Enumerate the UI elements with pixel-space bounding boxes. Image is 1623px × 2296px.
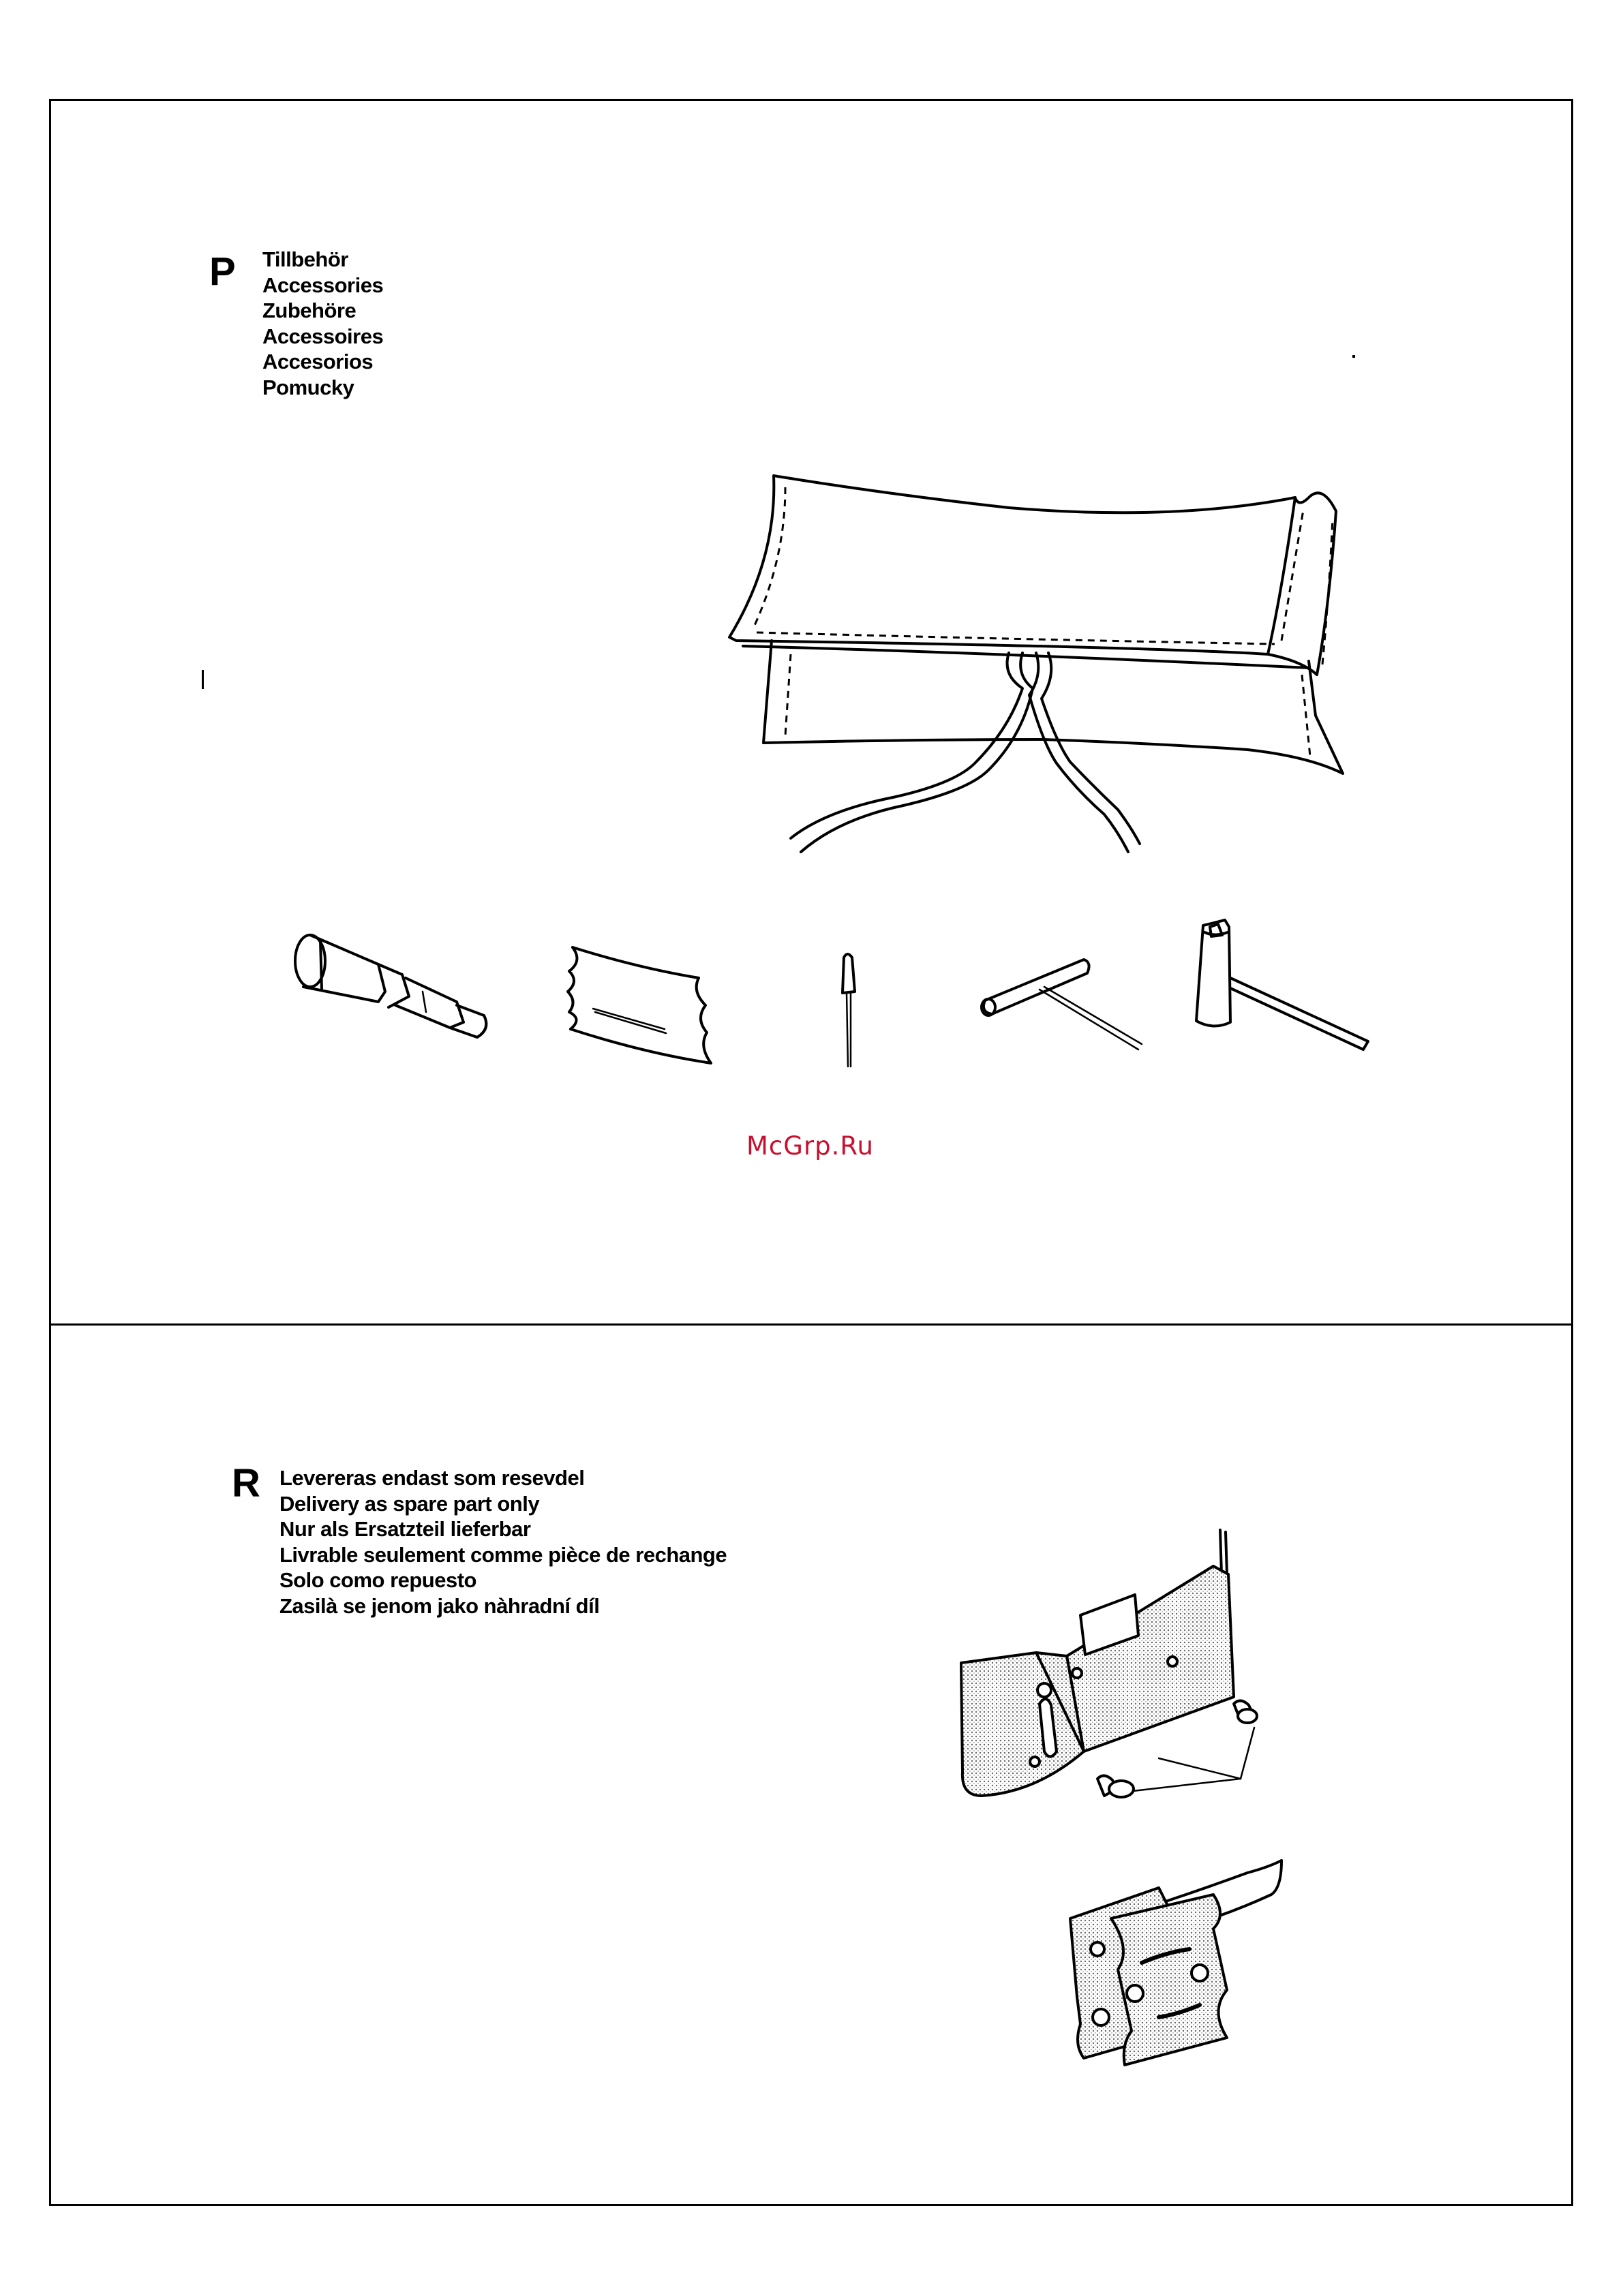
- t-wrench-icon: [975, 954, 1145, 1056]
- spare-parts-panel: [49, 1323, 1573, 2206]
- label-english: Delivery as spare part only: [279, 1491, 727, 1517]
- section-marker-r: R: [232, 1464, 260, 1503]
- watermark: McGrp.Ru: [746, 1131, 874, 1161]
- file-guide-icon: [562, 944, 719, 1070]
- label-english: Accessories: [262, 273, 383, 299]
- section-marker-p: P: [209, 252, 236, 292]
- label-german: Nur als Ersatzteil lieferbar: [279, 1516, 727, 1542]
- combination-spanner-icon: [1176, 913, 1374, 1063]
- label-french: Livrable seulement comme pièce de rechan…: [279, 1542, 727, 1568]
- spare-part-label-list: Levereras endast som resevdel Delivery a…: [279, 1465, 727, 1619]
- grease-gun-icon: [286, 927, 504, 1070]
- label-swedish: Levereras endast som resevdel: [279, 1465, 727, 1491]
- accessories-label-list: Tillbehör Accessories Zubehöre Accessoir…: [262, 247, 383, 400]
- label-czech: Zasilà se jenom jako nàhradní díl: [279, 1593, 727, 1619]
- label-french: Accessoires: [262, 324, 383, 350]
- bar-plates-icon: [1063, 1854, 1295, 2072]
- label-spanish: Accesorios: [262, 349, 383, 375]
- screwdriver-icon: [830, 951, 871, 1073]
- chain-guide-plate-icon: [954, 1527, 1295, 1826]
- label-german: Zubehöre: [262, 298, 383, 324]
- label-swedish: Tillbehör: [262, 247, 383, 273]
- label-spanish: Solo como repuesto: [279, 1567, 727, 1593]
- tool-pouch-icon: [723, 470, 1356, 879]
- label-czech: Pomucky: [262, 375, 383, 401]
- margin-mark: [202, 670, 204, 689]
- margin-dot: [1352, 355, 1355, 358]
